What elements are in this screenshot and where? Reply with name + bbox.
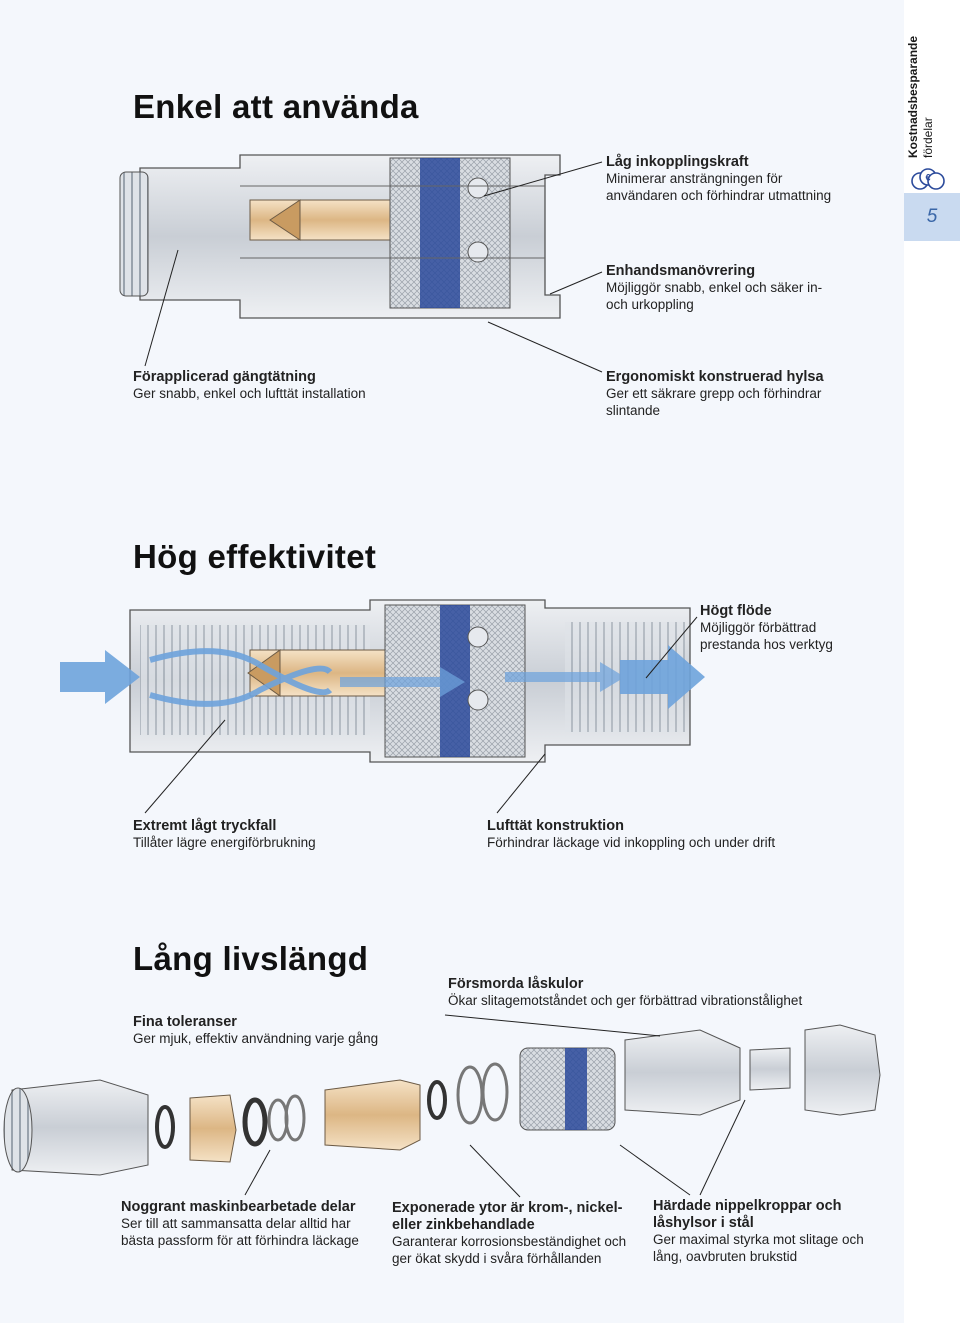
leader-line xyxy=(244,1149,271,1196)
section-heading-efficiency: Hög effektivitet xyxy=(133,538,377,575)
coupling-cutaway-1 xyxy=(119,154,561,319)
leader-line xyxy=(496,753,546,814)
caption-title: Ergonomiskt konstruerad hylsa xyxy=(606,369,824,385)
caption-title: Förapplicerad gängtätning xyxy=(133,369,316,385)
flow-arrow-in xyxy=(60,650,140,704)
caption-title: Försmorda låskulor xyxy=(448,976,584,992)
caption-text: Ger mjuk, effektiv användning varje gång xyxy=(133,1031,379,1046)
caption-text: Ökar slitagemotståndet och ger förbättra… xyxy=(448,993,803,1008)
leader-line xyxy=(487,321,603,373)
coin-stack-icon: € xyxy=(911,168,945,190)
caption-text: Möjliggör snabb, enkel och säker in- och… xyxy=(606,280,823,312)
sidebar-title-line1: Kostnadsbesparande xyxy=(906,35,920,158)
caption-title: Härdade nippelkroppar och låshylsor i st… xyxy=(653,1198,842,1231)
caption-enhandsmanovrering: Enhandsmanövrering Möjliggör snabb, enke… xyxy=(606,263,831,313)
caption-text: Förhindrar läckage vid inkoppling och un… xyxy=(487,835,776,850)
caption-title: Enhandsmanövrering xyxy=(606,263,756,279)
leader-line xyxy=(699,1099,746,1196)
leader-line xyxy=(469,1144,521,1198)
leader-line xyxy=(444,1014,661,1037)
page-number: 5 xyxy=(926,206,938,227)
page-number-tab: 5 xyxy=(904,193,960,241)
sidebar-title: Kostnadsbesparande fördelar xyxy=(906,0,940,158)
caption-title: Exponerade ytor är krom-, nickel- eller … xyxy=(392,1200,623,1233)
leader-line xyxy=(483,161,603,197)
leader-line xyxy=(144,719,226,814)
caption-lufttat: Lufttät konstruktion Förhindrar läckage … xyxy=(487,818,817,852)
caption-text: Ger ett säkrare grepp och förhindrar sli… xyxy=(606,386,822,418)
caption-title: Lufttät konstruktion xyxy=(487,818,624,834)
flow-arrows xyxy=(60,645,705,709)
caption-hardade: Härdade nippelkroppar och låshylsor i st… xyxy=(653,1198,883,1265)
illustrations xyxy=(3,154,881,1198)
sidebar-title-line2: fördelar xyxy=(921,117,935,158)
caption-lag-inkopplingskraft: Låg inkopplingskraft Minimerar ansträngn… xyxy=(606,154,846,204)
caption-title: Extremt lågt tryckfall xyxy=(133,818,277,834)
caption-extremt-lagt: Extremt lågt tryckfall Tillåter lägre en… xyxy=(133,818,393,852)
section-heading-durability: Lång livslängd xyxy=(133,940,369,977)
leader-line xyxy=(144,249,179,367)
caption-text: Tillåter lägre energiförbrukning xyxy=(133,835,316,850)
leader-line xyxy=(549,271,603,295)
exploded-parts xyxy=(3,1024,881,1176)
flow-arrow-out xyxy=(620,645,705,709)
caption-noggrant: Noggrant maskinbearbetade delar Ser till… xyxy=(121,1199,376,1249)
caption-text: Ser till att sammansatta delar alltid ha… xyxy=(121,1216,359,1248)
caption-title: Noggrant maskinbearbetade delar xyxy=(121,1199,356,1215)
svg-text:€: € xyxy=(925,173,930,183)
caption-exponerade: Exponerade ytor är krom-, nickel- eller … xyxy=(392,1200,642,1267)
caption-text: Möjliggör förbättrad prestanda hos verkt… xyxy=(700,620,833,652)
caption-title: Låg inkopplingskraft xyxy=(606,154,749,170)
caption-text: Garanterar korrosionsbeständighet och ge… xyxy=(392,1234,627,1266)
caption-title: Högt flöde xyxy=(700,603,772,619)
leader-line xyxy=(645,616,698,679)
caption-hogt-flode: Högt flöde Möjliggör förbättrad prestand… xyxy=(700,603,860,653)
caption-text: Minimerar ansträngningen för användaren … xyxy=(606,171,832,203)
caption-ergonomiskt: Ergonomiskt konstruerad hylsa Ger ett sä… xyxy=(606,369,866,419)
caption-forapplicerad: Förapplicerad gängtätning Ger snabb, enk… xyxy=(133,369,413,403)
caption-forsmorda: Försmorda låskulor Ökar slitagemotstånde… xyxy=(448,976,838,1010)
caption-text: Ger snabb, enkel och lufttät installatio… xyxy=(133,386,366,401)
caption-text: Ger maximal styrka mot slitage och lång,… xyxy=(653,1232,864,1264)
leader-line xyxy=(619,1144,691,1196)
section-heading-easy: Enkel att använda xyxy=(133,88,419,125)
caption-fina-toleranser: Fina toleranser Ger mjuk, effektiv använ… xyxy=(133,1014,423,1048)
caption-title: Fina toleranser xyxy=(133,1014,237,1030)
